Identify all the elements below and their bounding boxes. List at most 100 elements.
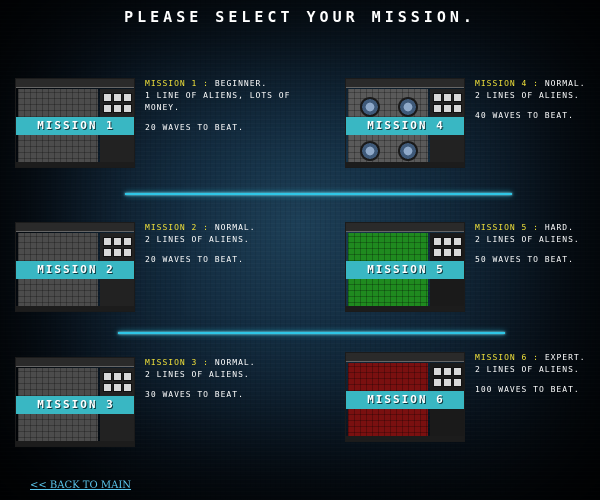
thumb-bottombar <box>346 436 464 441</box>
mission-3-thumbnail[interactable]: MISSION 3 <box>15 357 135 447</box>
page-title: PLEASE SELECT YOUR MISSION. <box>124 8 476 26</box>
thumb-bottombar <box>16 162 134 167</box>
mission-3-card: MISSION 3 MISSION 3 : NORMAL. 2 LINES OF… <box>15 357 305 449</box>
thumb-slot <box>453 248 462 257</box>
mission-4-description: 2 LINES OF ALIENS. <box>475 91 580 100</box>
mission-2-heading: MISSION 2 : NORMAL. <box>145 222 315 234</box>
thumb-slot <box>123 248 132 257</box>
thumb-slot <box>433 367 442 376</box>
mission-4-card: MISSION 4 MISSION 4 : NORMAL. 2 LINES OF… <box>345 78 600 170</box>
thumb-slot <box>103 237 112 246</box>
mission-5-thumbnail[interactable]: MISSION 5 <box>345 222 465 312</box>
mission-1-description: 1 LINE OF ALIENS, LOTS OF MONEY. <box>145 91 291 112</box>
mission-2-description: 2 LINES OF ALIENS. <box>145 235 250 244</box>
mission-3-heading-label: MISSION 3 : <box>145 358 209 367</box>
thumb-slot <box>443 237 452 246</box>
thumb-slot <box>443 248 452 257</box>
mission-5-difficulty: HARD. <box>544 223 574 232</box>
thumb-topbar <box>16 358 134 367</box>
mission-6-banner[interactable]: MISSION 6 <box>346 391 464 409</box>
mission-6-description: 2 LINES OF ALIENS. <box>475 365 580 374</box>
thumb-slot <box>443 104 452 113</box>
thumb-slot <box>123 104 132 113</box>
thumb-topbar <box>346 223 464 232</box>
thumb-slot <box>103 93 112 102</box>
mission-5-waves: 50 WAVES TO BEAT. <box>475 255 574 264</box>
mission-6-card: MISSION 6 MISSION 6 : EXPERT. 2 LINES OF… <box>345 352 600 444</box>
mission-2-waves: 20 WAVES TO BEAT. <box>145 255 244 264</box>
mission-6-info: MISSION 6 : EXPERT. 2 LINES OF ALIENS. 1… <box>475 352 600 396</box>
thumb-slot <box>113 104 122 113</box>
thumb-slot <box>113 248 122 257</box>
thumb-pad <box>360 97 380 117</box>
thumb-slot <box>113 383 122 392</box>
mission-3-banner[interactable]: MISSION 3 <box>16 396 134 414</box>
mission-5-info: MISSION 5 : HARD. 2 LINES OF ALIENS. 50 … <box>475 222 600 266</box>
thumb-slot <box>433 93 442 102</box>
thumb-slot <box>123 372 132 381</box>
mission-3-waves: 30 WAVES TO BEAT. <box>145 390 244 399</box>
mission-2-info: MISSION 2 : NORMAL. 2 LINES OF ALIENS. 2… <box>145 222 315 266</box>
thumb-bottombar <box>346 162 464 167</box>
thumb-slot <box>453 367 462 376</box>
mission-4-waves: 40 WAVES TO BEAT. <box>475 111 574 120</box>
thumb-slot <box>453 104 462 113</box>
mission-5-heading: MISSION 5 : HARD. <box>475 222 600 234</box>
thumb-slot <box>103 383 112 392</box>
thumb-bottombar <box>346 306 464 311</box>
thumb-slot <box>113 93 122 102</box>
mission-6-heading: MISSION 6 : EXPERT. <box>475 352 600 364</box>
mission-5-heading-label: MISSION 5 : <box>475 223 539 232</box>
mission-5-description: 2 LINES OF ALIENS. <box>475 235 580 244</box>
thumb-slot <box>443 378 452 387</box>
thumb-slot <box>453 93 462 102</box>
mission-1-difficulty: BEGINNER. <box>214 79 268 88</box>
mission-6-thumbnail[interactable]: MISSION 6 <box>345 352 465 442</box>
mission-2-card: MISSION 2 MISSION 2 : NORMAL. 2 LINES OF… <box>15 222 305 314</box>
mission-1-banner[interactable]: MISSION 1 <box>16 117 134 135</box>
mission-1-card: MISSION 1 MISSION 1 : BEGINNER. 1 LINE O… <box>15 78 305 170</box>
mission-4-heading: MISSION 4 : NORMAL. <box>475 78 600 90</box>
thumb-bottombar <box>16 306 134 311</box>
mission-3-difficulty: NORMAL. <box>214 358 256 367</box>
thumb-slot <box>453 378 462 387</box>
mission-2-heading-label: MISSION 2 : <box>145 223 209 232</box>
thumb-slot <box>433 104 442 113</box>
mission-4-thumbnail[interactable]: MISSION 4 <box>345 78 465 168</box>
thumb-slot <box>453 237 462 246</box>
divider-top <box>125 193 512 195</box>
thumb-slot <box>123 383 132 392</box>
thumb-pad <box>360 141 380 161</box>
thumb-slot <box>103 372 112 381</box>
thumb-topbar <box>346 353 464 362</box>
mission-1-thumbnail[interactable]: MISSION 1 <box>15 78 135 168</box>
thumb-pad <box>398 97 418 117</box>
mission-2-thumbnail[interactable]: MISSION 2 <box>15 222 135 312</box>
mission-4-banner[interactable]: MISSION 4 <box>346 117 464 135</box>
mission-3-heading: MISSION 3 : NORMAL. <box>145 357 315 369</box>
thumb-topbar <box>346 79 464 88</box>
thumb-slot <box>113 372 122 381</box>
mission-2-difficulty: NORMAL. <box>214 223 256 232</box>
mission-4-info: MISSION 4 : NORMAL. 2 LINES OF ALIENS. 4… <box>475 78 600 122</box>
mission-3-description: 2 LINES OF ALIENS. <box>145 370 250 379</box>
mission-6-difficulty: EXPERT. <box>544 353 586 362</box>
thumb-bottombar <box>16 441 134 446</box>
thumb-slot <box>433 248 442 257</box>
thumb-slot <box>123 93 132 102</box>
back-to-main-link[interactable]: << BACK TO MAIN <box>30 480 132 491</box>
thumb-topbar <box>16 79 134 88</box>
mission-1-info: MISSION 1 : BEGINNER. 1 LINE OF ALIENS, … <box>145 78 315 134</box>
mission-6-heading-label: MISSION 6 : <box>475 353 539 362</box>
thumb-slot <box>123 237 132 246</box>
mission-3-info: MISSION 3 : NORMAL. 2 LINES OF ALIENS. 3… <box>145 357 315 401</box>
thumb-slot <box>113 237 122 246</box>
mission-1-waves: 20 WAVES TO BEAT. <box>145 123 244 132</box>
mission-4-heading-label: MISSION 4 : <box>475 79 539 88</box>
mission-1-heading-label: MISSION 1 : <box>145 79 209 88</box>
mission-2-banner[interactable]: MISSION 2 <box>16 261 134 279</box>
mission-5-banner[interactable]: MISSION 5 <box>346 261 464 279</box>
thumb-pad <box>398 141 418 161</box>
thumb-slot <box>443 367 452 376</box>
mission-5-card: MISSION 5 MISSION 5 : HARD. 2 LINES OF A… <box>345 222 600 314</box>
